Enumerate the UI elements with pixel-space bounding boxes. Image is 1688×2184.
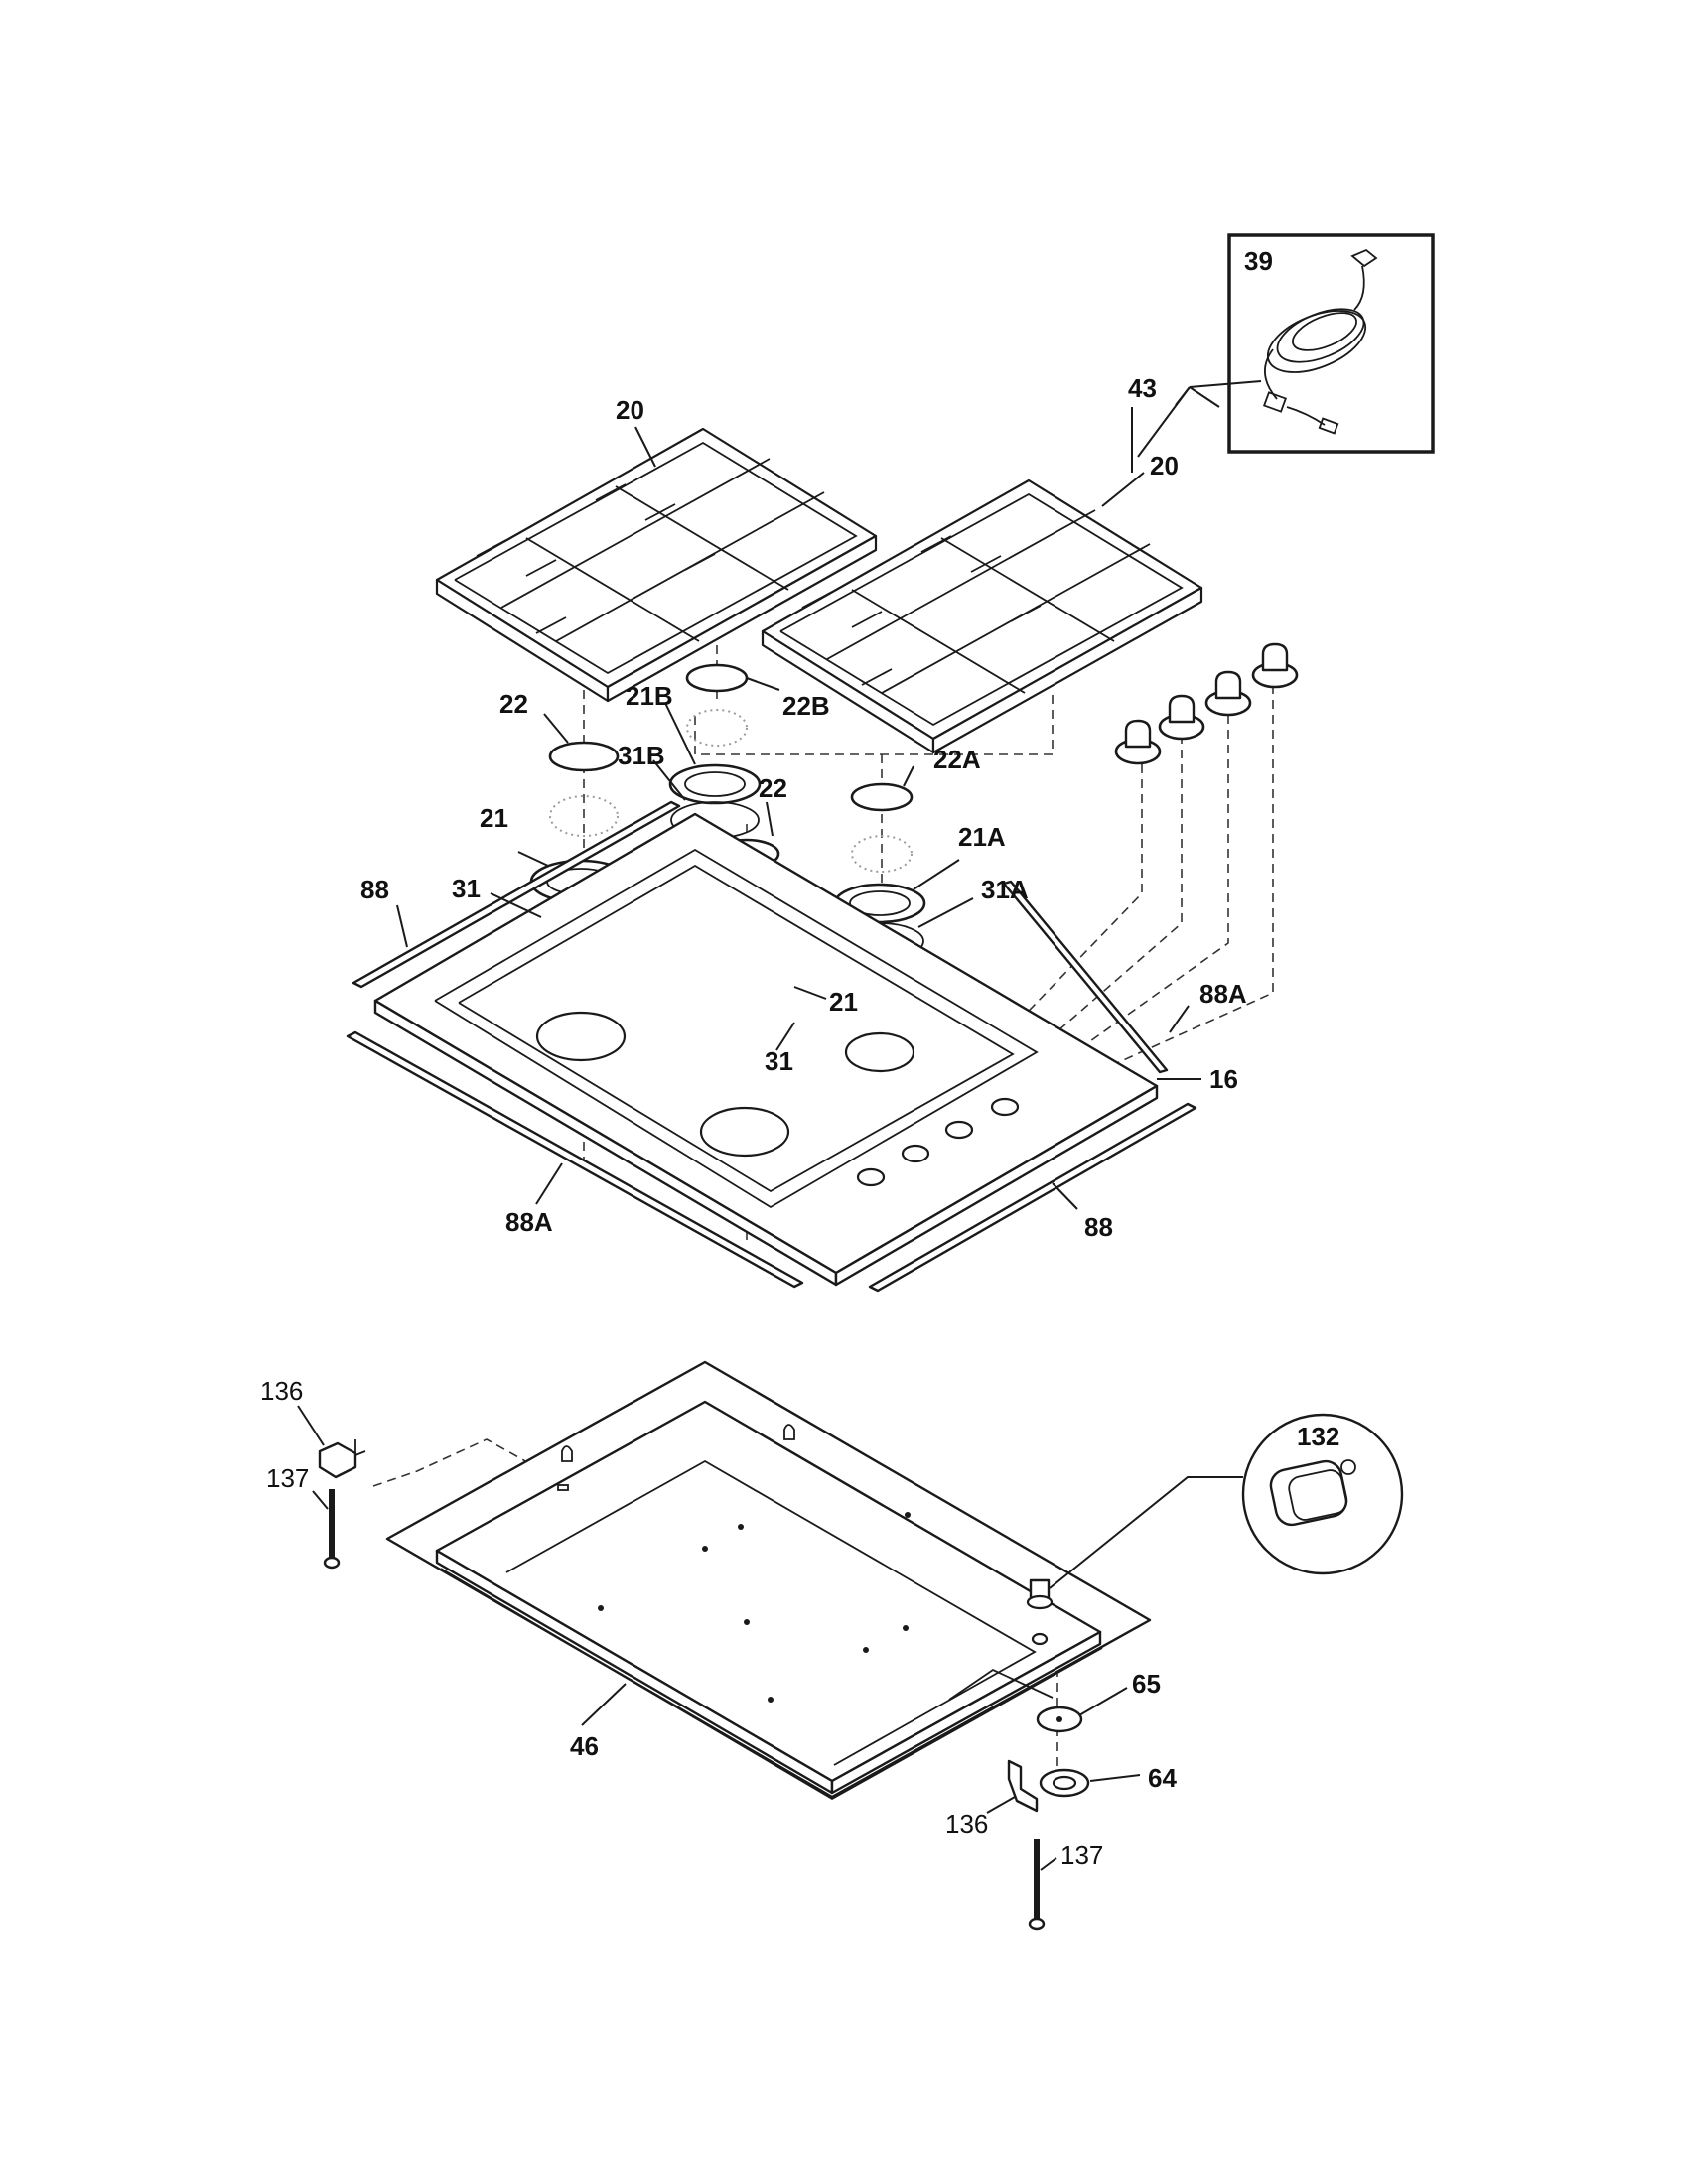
callout-88-left: 88 [360, 875, 389, 904]
callout-21a: 21A [958, 822, 1006, 852]
callout-21b: 21B [626, 681, 673, 711]
callout-20-right: 20 [1150, 451, 1179, 480]
callout-21-center: 21 [829, 987, 858, 1017]
knob-2 [1158, 694, 1205, 741]
callout-22-left: 22 [499, 689, 528, 719]
callout-88a-bottom: 88A [505, 1207, 553, 1237]
callout-137-top: 137 [266, 1463, 309, 1493]
callout-132: 132 [1297, 1422, 1339, 1451]
grate-right [761, 478, 1203, 754]
callout-31-left: 31 [452, 874, 481, 903]
bracket-top [318, 1439, 366, 1479]
control-knobs [1114, 642, 1299, 765]
grate-left [435, 427, 878, 703]
callout-labels: 39 20 20 43 22 22B 21B 31B 22 22A 21 21A… [260, 246, 1339, 1870]
callout-31-center: 31 [765, 1046, 793, 1076]
callout-22b: 22B [782, 691, 830, 721]
power-cord-inset [1227, 233, 1435, 454]
callout-31a: 31A [981, 875, 1029, 904]
callout-64: 64 [1148, 1763, 1177, 1793]
callout-31b: 31B [618, 741, 665, 770]
bolt-top [323, 1489, 341, 1570]
gasket-64 [1039, 1768, 1090, 1798]
cooktop-panel [373, 812, 1159, 1287]
callout-20-left: 20 [616, 395, 644, 425]
grommet-icon [1269, 1459, 1356, 1527]
callout-65: 65 [1132, 1669, 1161, 1699]
callout-136-top: 136 [260, 1376, 303, 1406]
burner-box [385, 1360, 1152, 1801]
callout-16: 16 [1209, 1064, 1238, 1094]
callout-88a-right: 88A [1199, 979, 1247, 1009]
leader-lines [297, 380, 1262, 1871]
detail-magnifier-132 [1241, 1413, 1404, 1575]
callout-22a: 22A [933, 745, 981, 774]
callout-22-center: 22 [759, 773, 787, 803]
valve-fitting [1026, 1578, 1054, 1646]
knob-3 [1204, 670, 1252, 717]
callout-137-bottom: 137 [1060, 1841, 1103, 1870]
callout-21-left: 21 [480, 803, 508, 833]
callout-88-bottom: 88 [1084, 1212, 1113, 1242]
bracket-bottom [1007, 1759, 1039, 1813]
knob-1 [1114, 719, 1162, 765]
bolt-bottom [1028, 1839, 1046, 1931]
callout-136-bottom: 136 [945, 1809, 988, 1839]
callout-43: 43 [1128, 373, 1157, 403]
callout-46: 46 [570, 1731, 599, 1761]
gasket-65 [1036, 1706, 1083, 1733]
callout-39: 39 [1244, 246, 1273, 276]
trim-strips [346, 800, 1197, 1293]
knob-4 [1251, 642, 1299, 689]
power-cord-icon [1262, 248, 1378, 435]
